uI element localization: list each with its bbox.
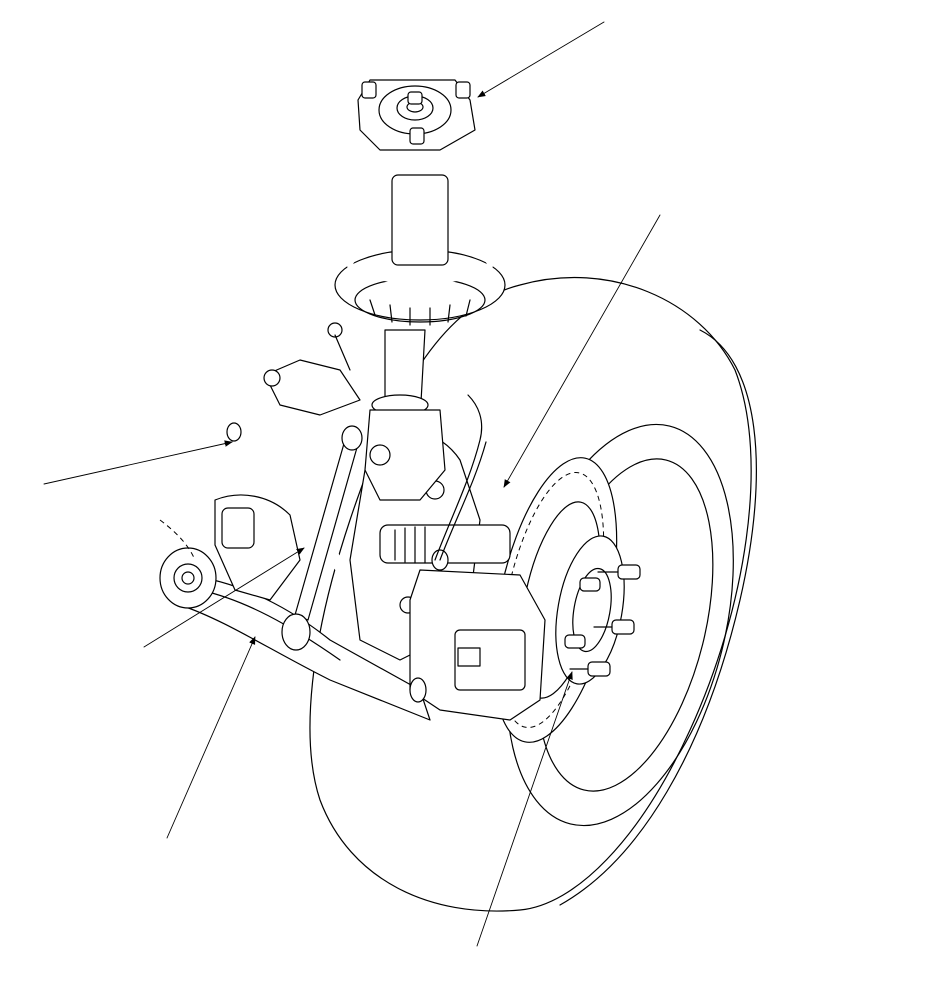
callout-knuckle-hub [503, 214, 661, 488]
callout-strut-mount [477, 21, 605, 98]
wheel-stud-3 [569, 661, 611, 677]
driveshaft-boot [394, 526, 426, 564]
callout-brake-hose [43, 440, 233, 485]
subframe [214, 494, 301, 601]
wheel-stud-2 [593, 619, 635, 635]
wheel-hub [555, 535, 641, 685]
coil-spring [347, 130, 494, 283]
callout-wheel-hub [476, 671, 573, 947]
wheel-stud-5 [564, 634, 586, 649]
stabilizer-link [281, 425, 363, 651]
mount-nut-2 [455, 81, 471, 99]
strut-body [364, 329, 446, 501]
wheel-stud-4 [579, 577, 601, 592]
mount-nut-4 [407, 91, 423, 105]
mount-nut-1 [361, 81, 377, 99]
brake-hose [434, 394, 487, 561]
wheel-stud-1 [597, 564, 641, 580]
mount-nut-3 [409, 127, 425, 145]
upper-strut-mount [357, 79, 476, 151]
lower-arm [159, 519, 431, 721]
callout-stabilizer-link [143, 547, 305, 648]
callout-lower-arm [166, 636, 256, 839]
callout-leaders [43, 21, 661, 947]
upper-bracket [263, 322, 361, 416]
brake-caliper [409, 549, 546, 721]
